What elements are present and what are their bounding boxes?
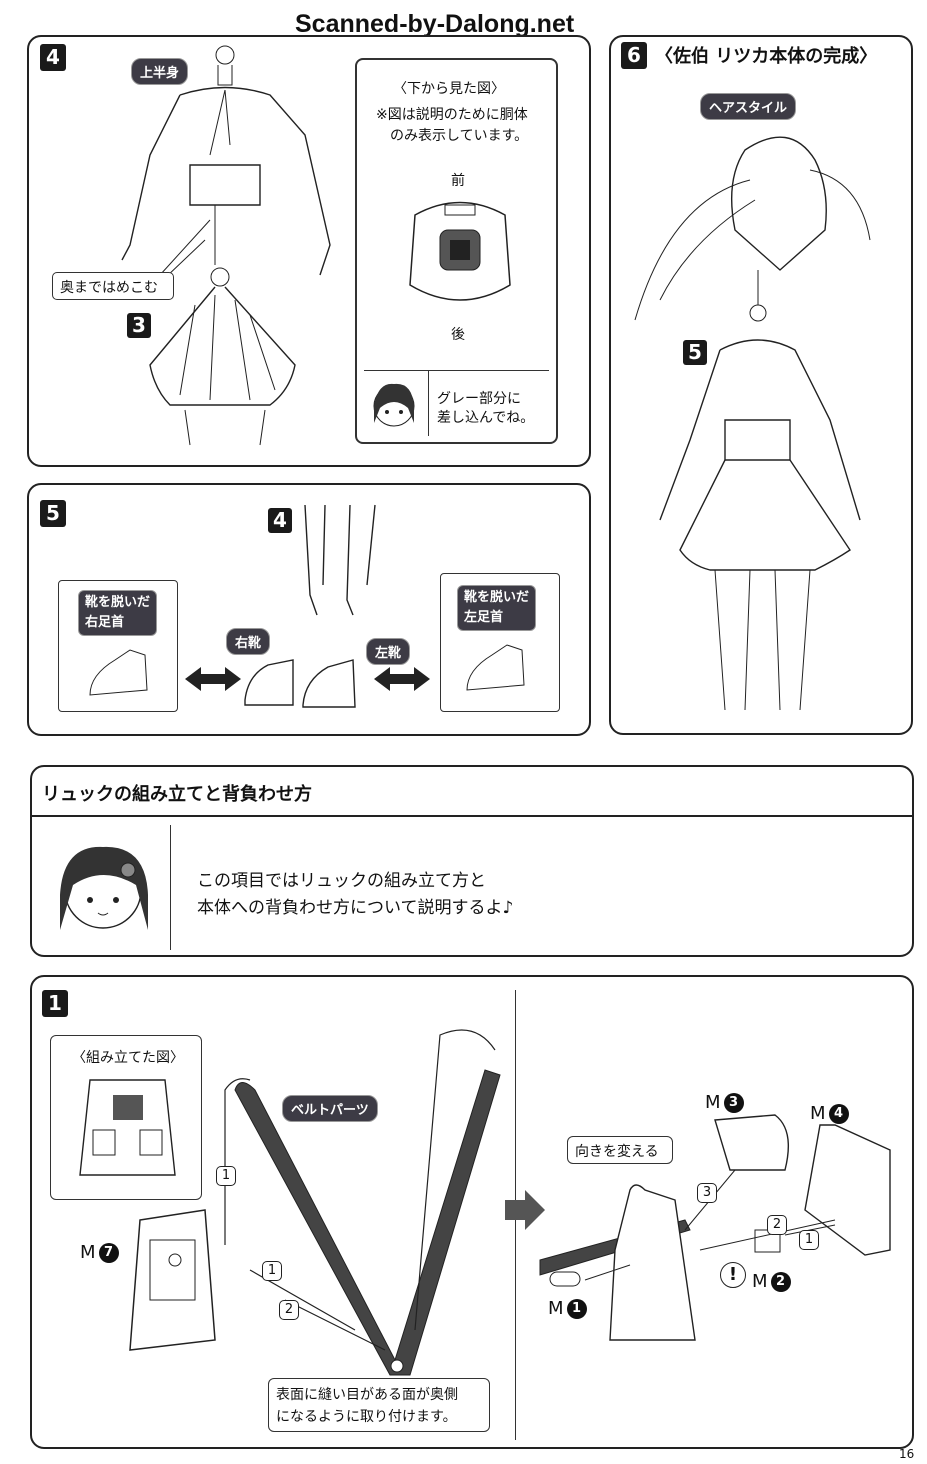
intro-line2: 本体への背負わせ方について説明するよ♪ [197,898,514,918]
intro-line1: この項目ではリュックの組み立て方と [197,871,486,891]
back-label: 後 [451,327,465,343]
sequence-step-1: 1 [799,1230,819,1250]
change-direction-text: 向きを変える [575,1144,659,1160]
insert-fully-callout: 奥まではめこむ [60,280,158,296]
left-ankle-line1: 靴を脱いだ [464,590,530,605]
completed-figure-illustration [634,136,871,711]
right-ankle-line1: 靴を脱いだ [85,595,151,610]
right-ankle-illustration [89,649,148,696]
swap-arrow-icon [374,667,430,691]
tip-line1: グレー部分に [437,391,521,407]
left-shoe-label: 左靴 [366,638,411,665]
right-ankle-line2: 右足首 [85,615,125,630]
caution-icon: ! [720,1262,746,1288]
backpack-assembly-illustration [539,1114,891,1341]
sequence-step-2: 2 [279,1300,299,1320]
right-ankle-label: 靴を脱いだ右足首 [78,590,158,636]
part-letter: M [548,1298,564,1319]
sequence-step-1: 1 [216,1166,236,1186]
hairstyle-label: ヘアスタイル [700,93,797,120]
change-direction-callout [567,1136,673,1164]
step6-title: 〈佐伯 リツカ本体の完成〉 [655,46,878,67]
callout-pointer [159,219,211,279]
divider [364,370,549,371]
callout-box [52,272,174,300]
part-number: 2 [770,1271,791,1292]
backpack-section-title: リュックの組み立てと背負わせ方 [42,784,312,805]
backpack-section [30,765,914,957]
seam-note-line1: 表面に縫い目がある面が奥側 [276,1387,458,1403]
left-ankle-label: 靴を脱いだ左足首 [457,585,537,631]
page-number: 16 [899,1447,915,1461]
view-note-line1: ※図は説明のために胴体 [376,107,528,123]
belt-part-illustration [224,1029,501,1376]
sequence-step-2: 2 [767,1215,787,1235]
divider [30,815,914,817]
part-number: 4 [828,1103,849,1124]
left-ankle-illustration [466,644,525,691]
seam-note-box [268,1378,490,1432]
right-shoe-label: 右靴 [226,628,271,655]
part-number: 7 [98,1242,119,1263]
skirt-number: 3 [127,313,151,338]
backpack-base-illustration [129,1209,216,1351]
next-arrow-icon [505,1190,545,1230]
left-ankle-line2: 左足首 [464,610,504,625]
mascot-icon [373,383,415,427]
view-note-line2: のみ表示しています。 [390,128,529,144]
step-number: 5 [40,500,66,527]
part-number: 1 [566,1298,587,1319]
part-letter: M [80,1242,96,1263]
assembled-backpack-illustration [79,1079,176,1176]
swap-arrow-icon [185,667,241,691]
front-label: 前 [451,173,465,189]
divider [428,370,429,436]
part-letter: M [705,1092,721,1113]
bottom-view-title: 〈下から見た図〉 [393,81,505,97]
legs-number: 4 [268,508,292,533]
sequence-step-1: 1 [262,1261,282,1281]
seam-note-line2: になるように取り付けます。 [276,1409,457,1425]
torso-bottom-view [409,201,511,301]
divider [170,825,171,950]
part-letter: M [752,1271,768,1292]
part-letter: M [810,1103,826,1124]
assembled-view-label: 〈組み立てた図〉 [72,1050,184,1066]
upper-body-label: 上半身 [131,58,189,85]
step-number: 4 [40,44,66,71]
legs-illustration [304,504,376,616]
upper-body-illustration [121,45,331,446]
body-number: 5 [683,340,707,365]
tip-line2: 差し込んでね。 [437,410,535,426]
watermark: Scanned-by-Dalong.net [295,10,575,38]
mascot-icon [60,846,148,930]
shoes-illustration [244,659,356,708]
sequence-step-3: 3 [697,1183,717,1203]
step6-panel [609,35,913,735]
part-number: 3 [723,1092,744,1113]
belt-parts-label: ベルトパーツ [282,1095,378,1122]
step-number: 6 [621,42,647,69]
step-number: 1 [42,990,68,1017]
